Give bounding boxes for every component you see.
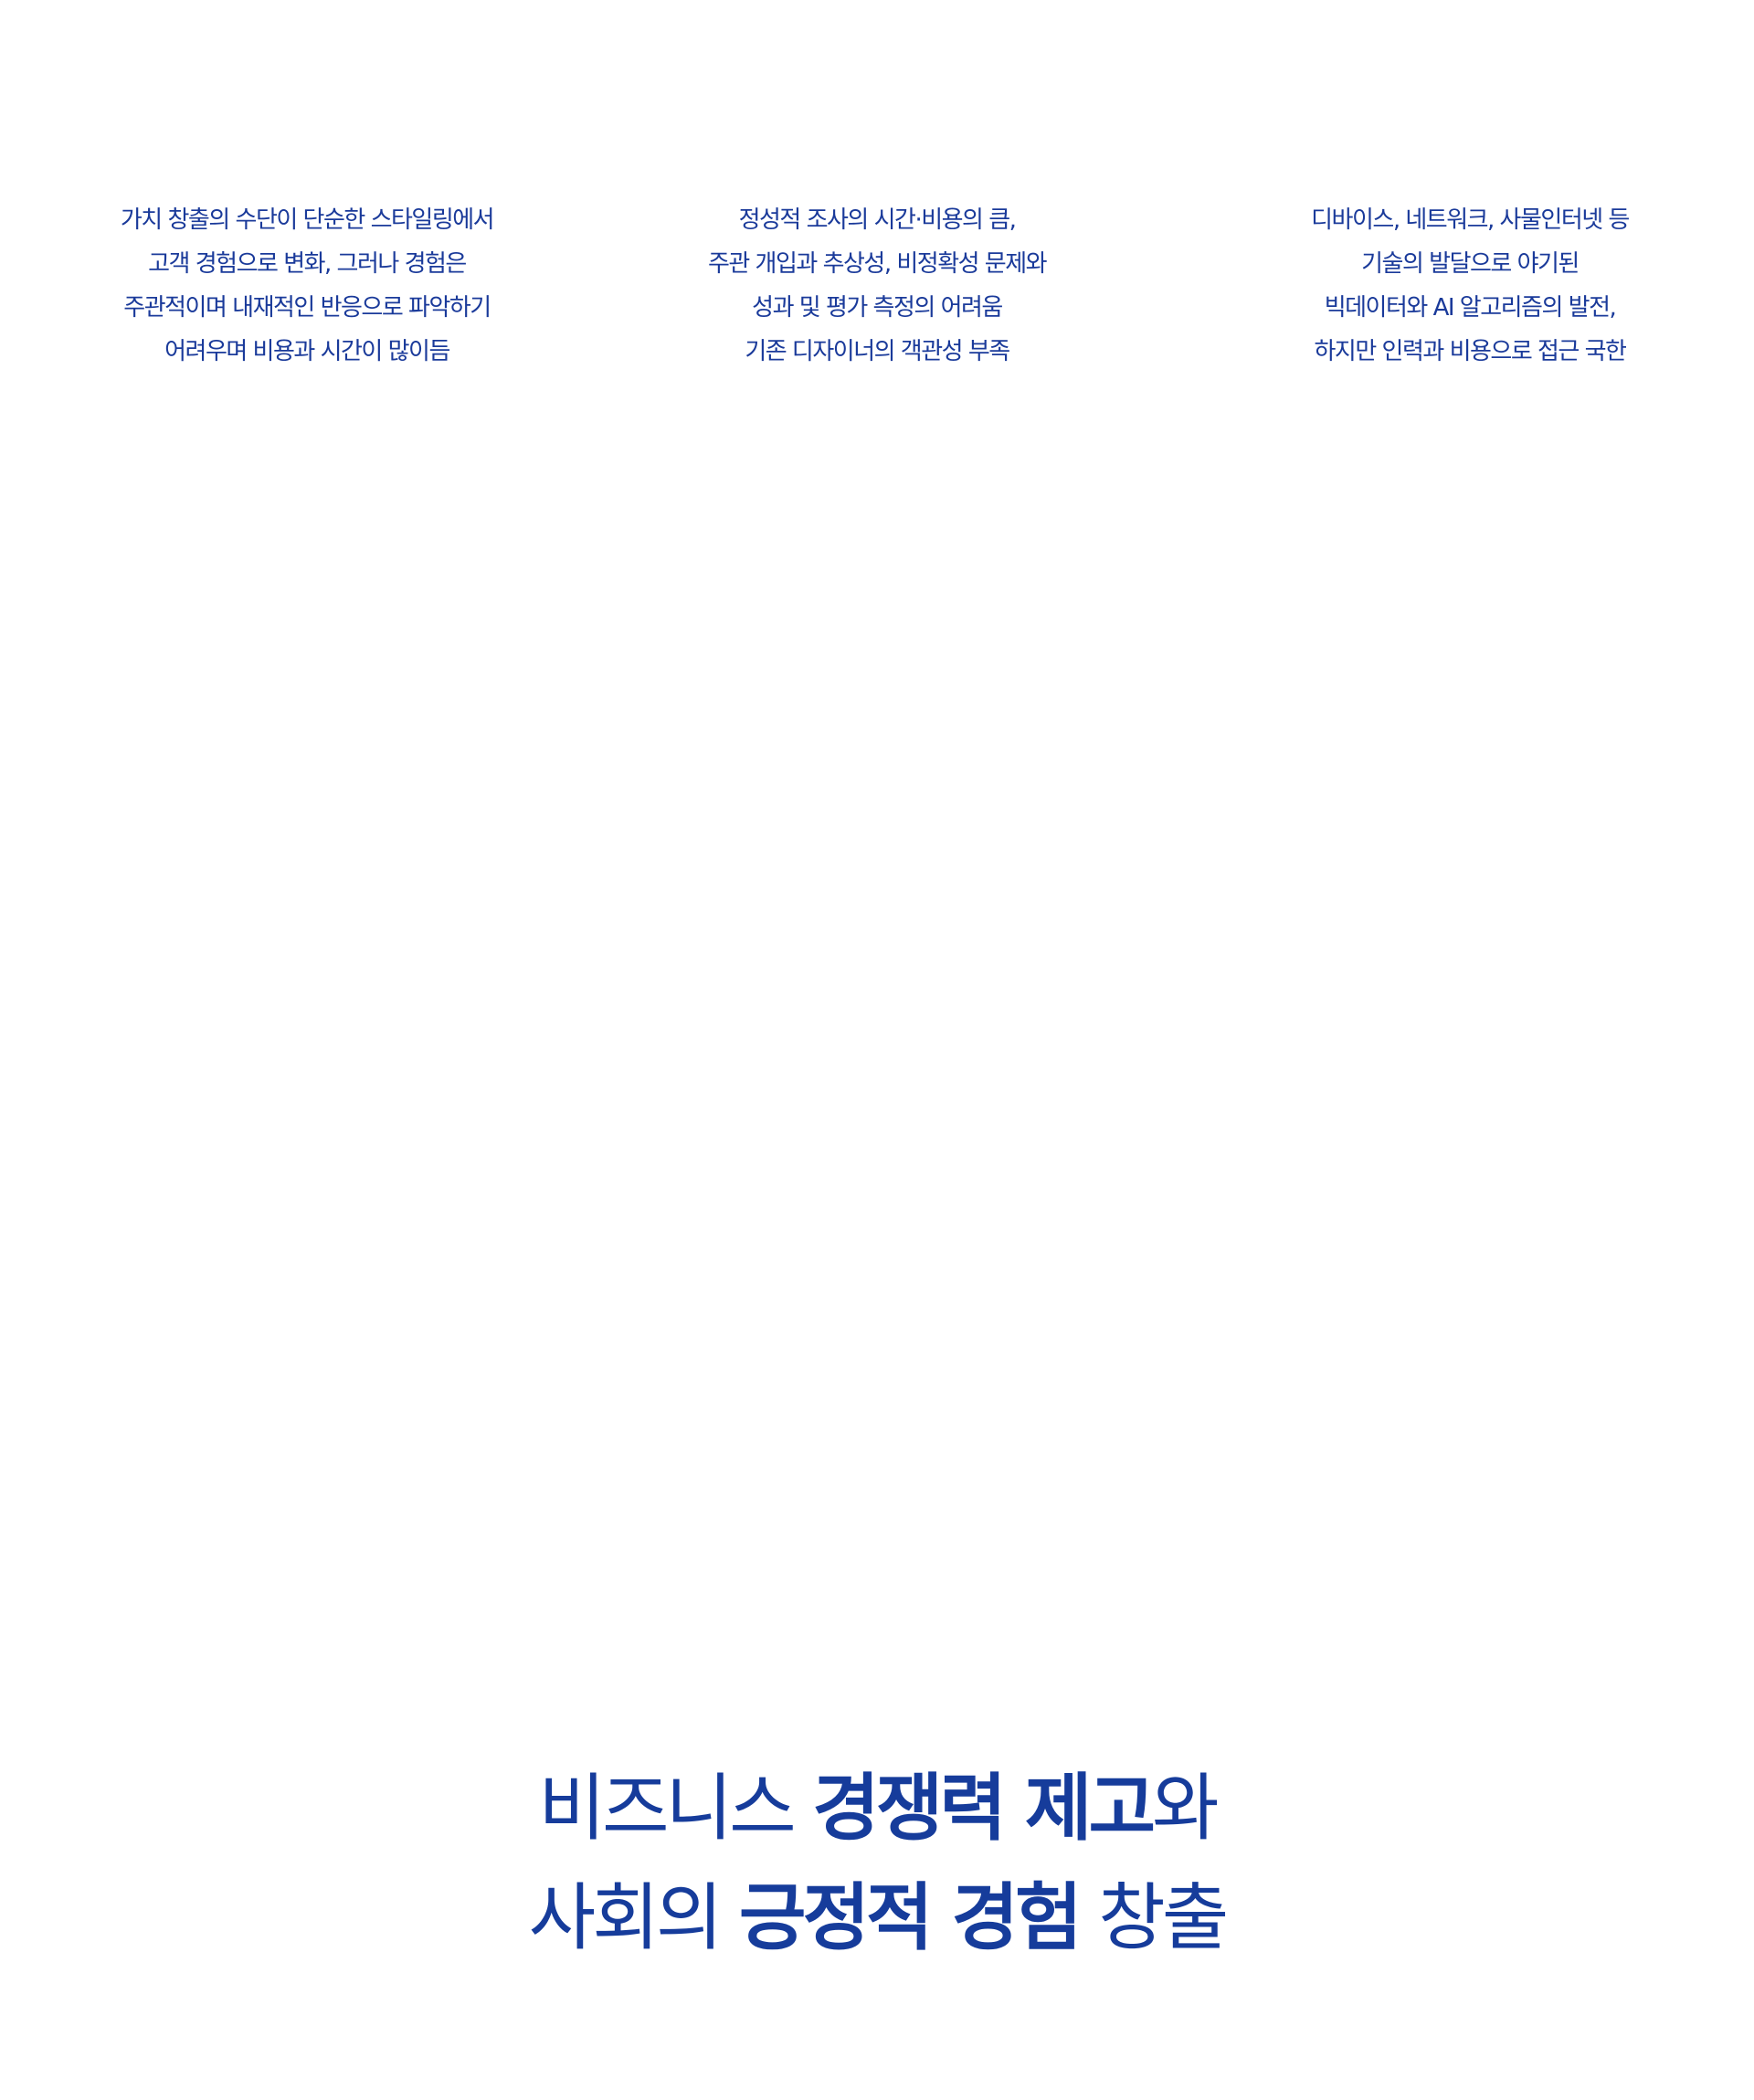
column-qualitative-research: 정성적 조사의 시간·비용의 큼, 주관 개입과 추상성, 비정확성 문제와 성… — [621, 198, 1133, 374]
column-text-line: 가치 창출의 수단이 단순한 스타일링에서 — [120, 206, 495, 234]
column-text-line: 성과 및 평가 측정의 어려움 — [752, 294, 1003, 322]
column-text-line: 어려우며 비용과 시간이 많이듬 — [164, 338, 450, 365]
headline-line-2: 사회의 긍정적 경험 창출 — [0, 1863, 1754, 1973]
column-text-line: 주관적이며 내재적인 반응으로 파악하기 — [123, 294, 491, 322]
column-text-line: 기존 디자이너의 객관성 부족 — [745, 338, 1010, 365]
column-text-line: 기술의 발달으로 야기된 — [1361, 250, 1580, 278]
headline-text: 사회의 — [528, 1875, 739, 1960]
column-text-line: 디바이스, 네트워크, 사물인터넷 등 — [1311, 206, 1630, 234]
headline-text: 비즈니스 — [538, 1766, 813, 1851]
headline-line-1: 비즈니스 경쟁력 제고와 — [0, 1754, 1754, 1863]
column-technology: 디바이스, 네트워크, 사물인터넷 등 기술의 발달으로 야기된 빅데이터와 A… — [1214, 198, 1726, 374]
column-text-line: 정성적 조사의 시간·비용의 큼, — [738, 206, 1017, 234]
headline: 비즈니스 경쟁력 제고와 사회의 긍정적 경험 창출 — [0, 1754, 1754, 1973]
column-text-line: 하지만 인력과 비용으로 접근 국한 — [1314, 338, 1627, 365]
headline-text: 와 — [1152, 1766, 1220, 1851]
column-text-line: 고객 경험으로 변화, 그러나 경험은 — [148, 250, 467, 278]
headline-text: 창출 — [1078, 1875, 1229, 1960]
column-text-line: 빅데이터와 AI 알고리즘의 발전, — [1324, 294, 1617, 322]
problem-columns: 가치 창출의 수단이 단순한 스타일링에서 고객 경험으로 변화, 그러나 경험… — [0, 198, 1754, 381]
column-experience-value: 가치 창출의 수단이 단순한 스타일링에서 고객 경험으로 변화, 그러나 경험… — [51, 198, 563, 374]
headline-emphasis: 경쟁력 제고 — [812, 1766, 1156, 1851]
column-text-line: 주관 개입과 추상성, 비정확성 문제와 — [707, 250, 1048, 278]
headline-emphasis: 긍정적 경험 — [738, 1875, 1083, 1960]
